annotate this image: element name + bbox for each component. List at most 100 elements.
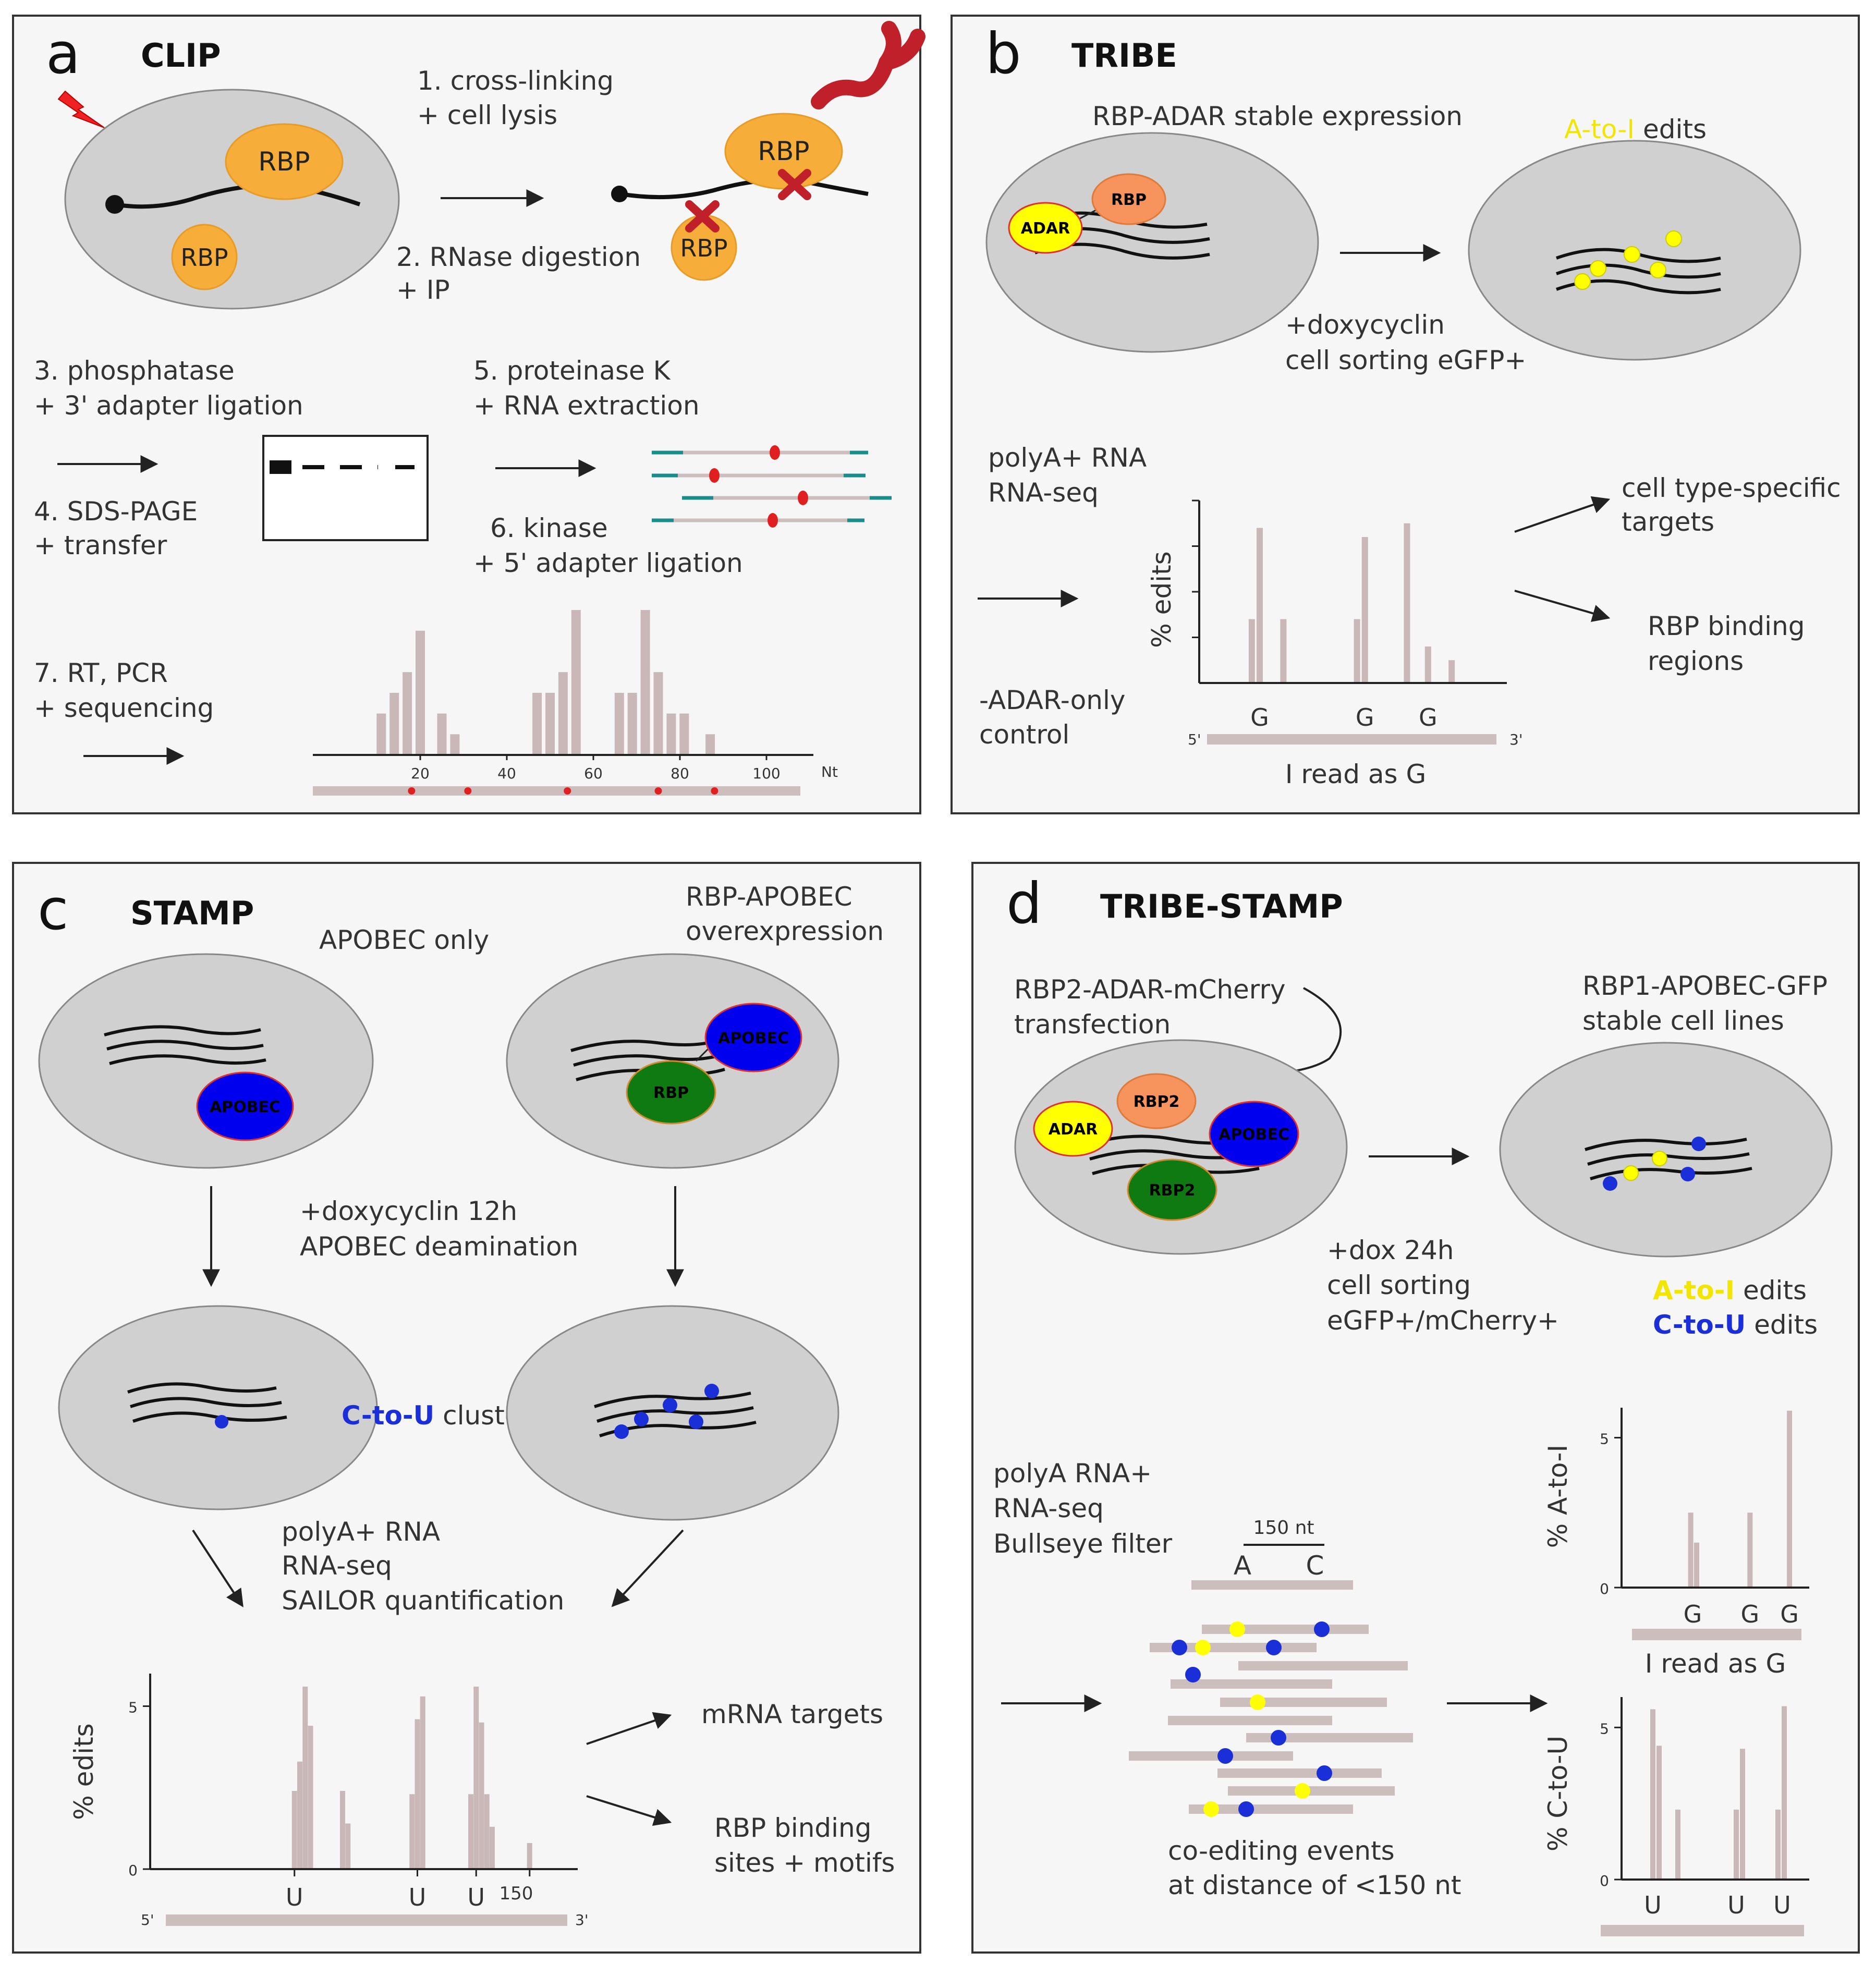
read-pileup (1129, 1580, 1413, 1814)
rbp1-apobec-line1: RBP1-APOBEC-GFP (1582, 971, 1828, 1001)
rna-5prime-cap (105, 195, 124, 214)
panel-c-title: STAMP (130, 894, 254, 932)
g-tick-label: G (1684, 1600, 1702, 1628)
output-line1: RBP binding (1648, 611, 1805, 641)
panel-c-stamp: c STAMP APOBEC only RBP-APOBEC overexpre… (12, 862, 921, 1954)
chart-bar (1656, 1746, 1662, 1880)
arrow (611, 1529, 684, 1607)
u-tick-label: U (1644, 1891, 1662, 1919)
chart-bar (614, 692, 624, 755)
panel-c-letter: c (38, 877, 68, 943)
step1-line1: 1. cross-linking (417, 66, 614, 96)
chart-bar (1404, 523, 1410, 683)
chart-bar (532, 692, 542, 755)
rbp-label: RBP (1111, 191, 1147, 209)
chart-bar (1740, 1749, 1745, 1880)
step5-line2: + RNA extraction (473, 391, 700, 421)
arrow (586, 1712, 672, 1745)
u-tick-label: U (467, 1883, 485, 1911)
adapter-ligated-reads (652, 445, 892, 528)
treatment-line1: +doxycyclin 12h (300, 1196, 517, 1226)
y-axis-label: % A-to-I (1543, 1445, 1573, 1548)
rbp2-protein (1116, 1073, 1197, 1129)
a-to-i-term: A-to-I (1564, 114, 1635, 144)
panel-a-clip: a CLIP RBP RBP 1. cross-linking + cell l… (12, 15, 925, 814)
chart-bar (484, 1794, 490, 1869)
step4-line1: 4. SDS-PAGE (34, 496, 198, 527)
edits-suffix: edits (1735, 1275, 1807, 1306)
u-tick-label: U (1773, 1891, 1791, 1919)
u-tick-label: U (1727, 1891, 1745, 1919)
rna-strands (104, 1025, 266, 1065)
antibody-icon (811, 21, 925, 109)
x-tick-label: 80 (671, 765, 689, 782)
panel-d-frame (971, 862, 1860, 1954)
step5-line1: 5. proteinase K (473, 356, 671, 386)
processing-line3: Bullseye filter (993, 1529, 1173, 1559)
chart-bar (1787, 1410, 1793, 1588)
arrow (586, 1795, 672, 1826)
chart-bar (1248, 619, 1255, 683)
y-tick-label: 0 (1600, 1872, 1609, 1889)
x-tick-label: 100 (752, 765, 780, 782)
control-line1: -ADAR-only (979, 685, 1125, 715)
treatment-line3: eGFP+/mCherry+ (1327, 1306, 1559, 1336)
chart-bar (558, 672, 568, 755)
u-tick-label: U (286, 1883, 303, 1911)
processing-line1: polyA RNA+ (993, 1458, 1152, 1489)
edits-suffix: edits (1635, 114, 1707, 144)
chart-bar (1448, 660, 1455, 683)
rbp-label: RBP (653, 1084, 689, 1102)
edits-c-to-u: C-to-U edits (1653, 1310, 1818, 1340)
rbp-protein (171, 224, 238, 290)
y-tick-label: 5 (1600, 1431, 1609, 1448)
stamp-cell-control-edited (58, 1305, 378, 1510)
chart-bar (473, 1687, 479, 1869)
g-tick-label: G (1419, 703, 1438, 731)
output-line1: RBP binding (714, 1813, 871, 1843)
rbp-protein (724, 113, 843, 190)
output-line2: regions (1648, 646, 1744, 676)
chart-bar (302, 1687, 308, 1869)
chart-bar (415, 1719, 420, 1869)
adar-label: ADAR (1049, 1120, 1098, 1139)
chart-bar (291, 1791, 297, 1869)
c-to-u-edit-sites (1172, 1621, 1332, 1817)
output-line2: targets (1622, 507, 1714, 537)
step2-line2: + IP (396, 275, 450, 305)
output-mrna-targets: mRNA targets (701, 1699, 883, 1729)
chart-bar (1688, 1512, 1694, 1588)
y-axis-label: % C-to-U (1543, 1736, 1573, 1851)
treatment-line1: +doxycyclin (1285, 310, 1445, 340)
panel-d-title: TRIBE-STAMP (1100, 887, 1343, 925)
chart-bar (420, 1696, 425, 1869)
window-c-label: C (1306, 1551, 1324, 1581)
chart-bar (345, 1823, 351, 1869)
chart-bar (403, 672, 412, 755)
x-note: I read as G (1645, 1649, 1786, 1679)
x-tick-label: 60 (584, 765, 603, 782)
treatment-line2: APOBEC deamination (300, 1231, 578, 1262)
rbp2-label: RBP2 (1134, 1093, 1180, 1111)
window-a-label: A (1234, 1551, 1251, 1581)
arrow (1514, 496, 1611, 533)
c-to-u-term: C-to-U (1653, 1310, 1746, 1340)
edits-suffix: edits (1746, 1310, 1818, 1340)
g-tick-label: G (1780, 1600, 1799, 1628)
x-tick-label: 20 (411, 765, 430, 782)
sds-page-gel (262, 435, 429, 541)
lightning-icon (57, 90, 105, 128)
panel-b-letter: b (985, 21, 1021, 87)
five-prime-label: 5' (141, 1911, 154, 1929)
apobec-enzyme (704, 1003, 802, 1072)
chart-bar (437, 713, 447, 755)
chart-bar (1694, 1542, 1699, 1588)
crosslink-site (464, 787, 472, 795)
chart-bar (1354, 619, 1360, 683)
chart-bar (1734, 1809, 1739, 1880)
